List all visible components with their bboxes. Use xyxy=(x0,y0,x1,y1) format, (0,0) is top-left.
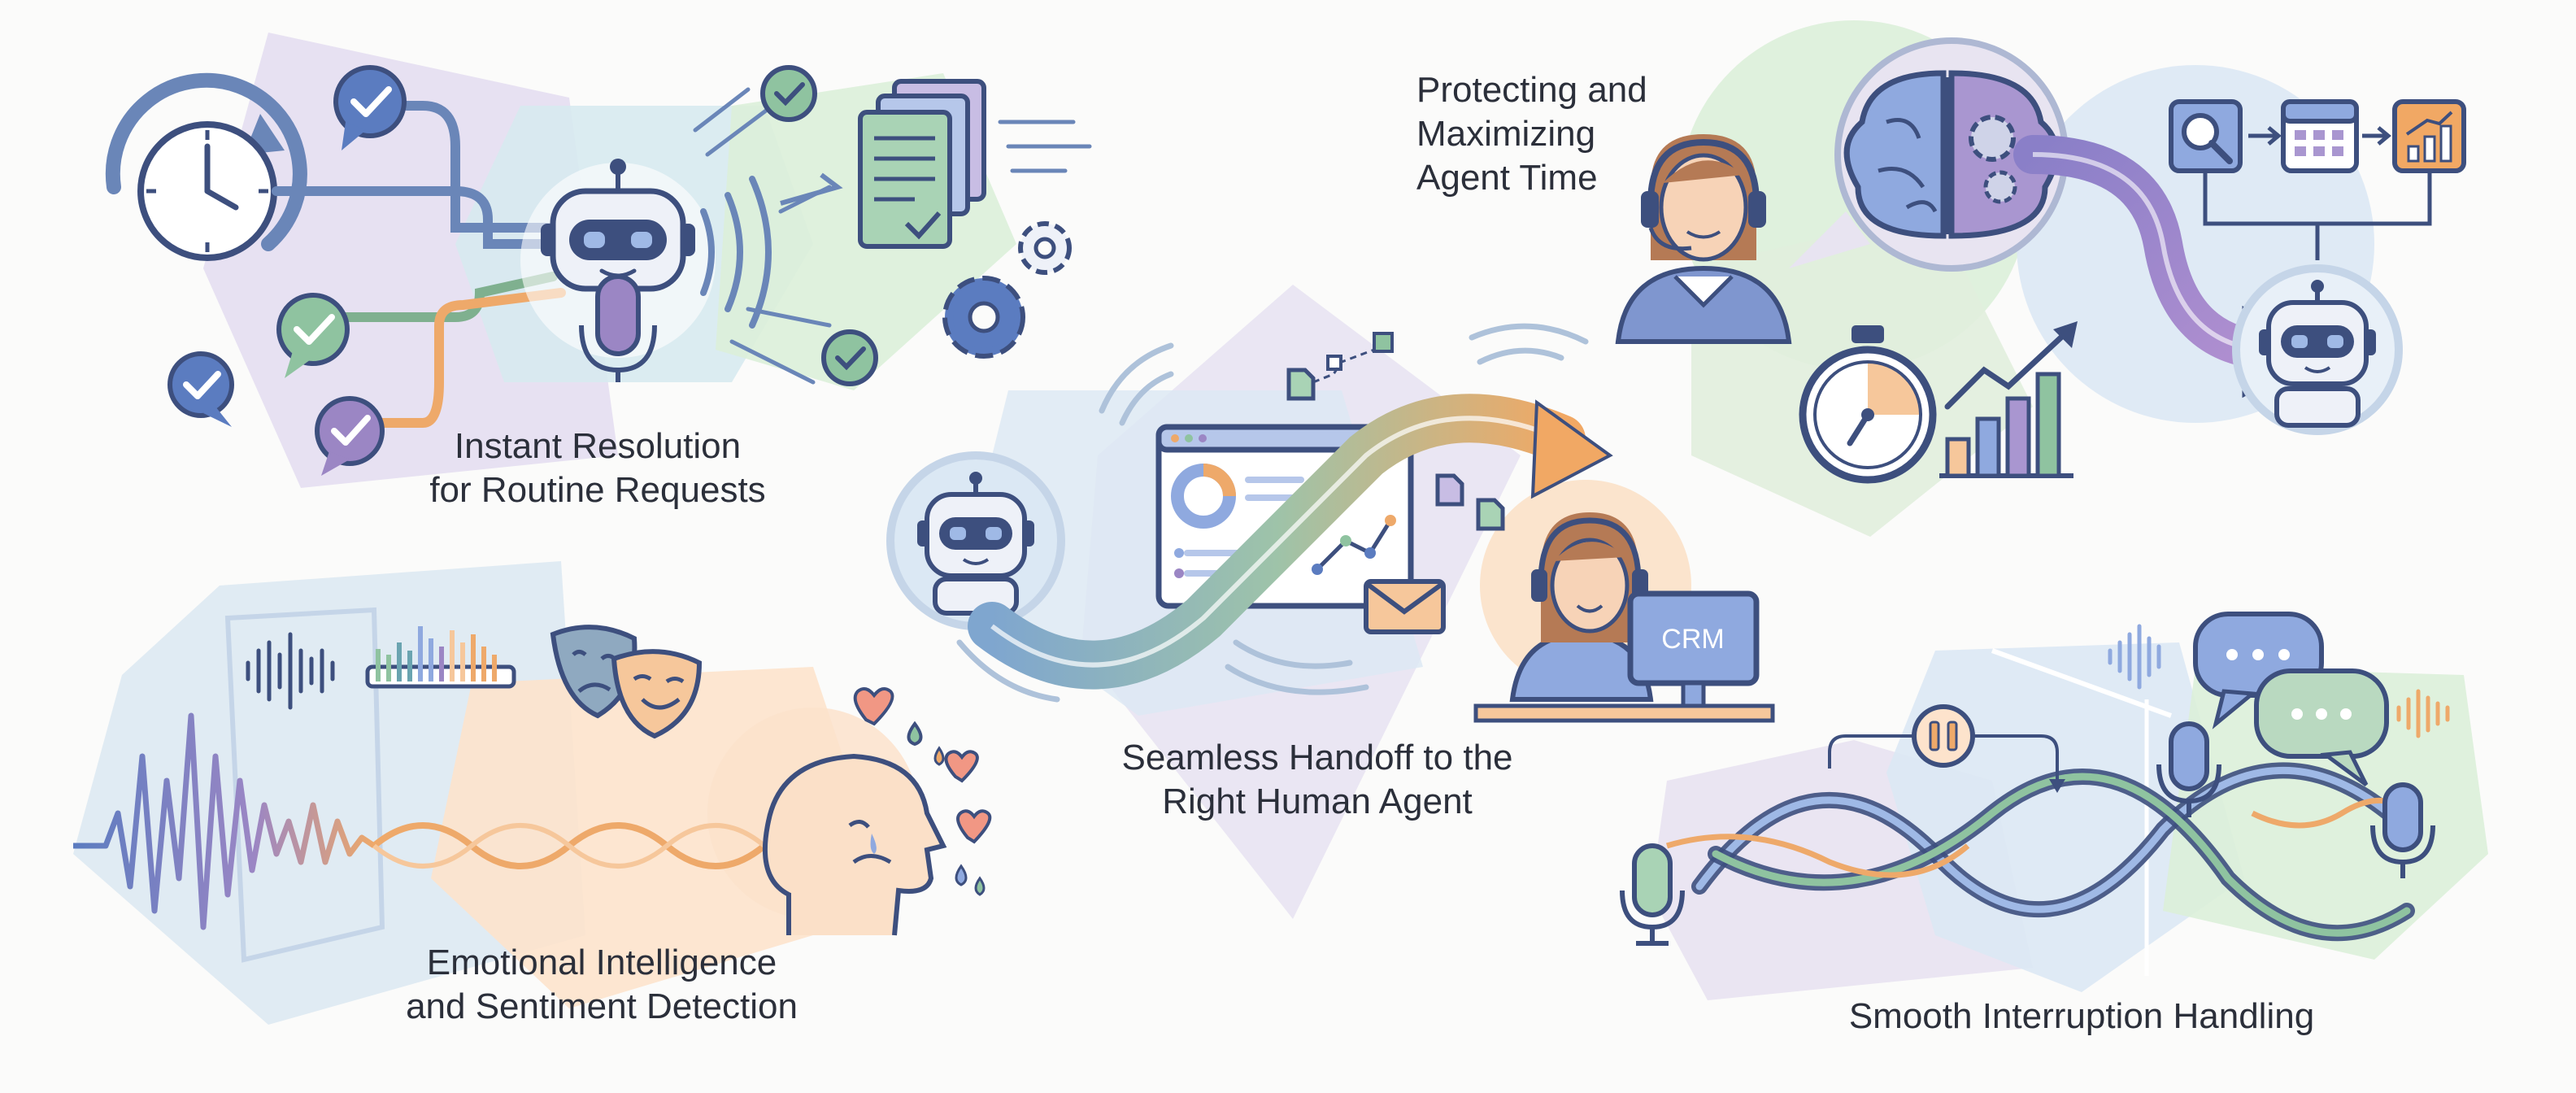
microphone-icon xyxy=(2156,721,2221,817)
panel-emotional-intelligence xyxy=(73,561,992,1025)
file-icon xyxy=(1286,368,1316,401)
heart-icon xyxy=(853,686,894,726)
bar-chart-icon xyxy=(1939,321,2078,478)
waveform-icon xyxy=(2396,689,2450,738)
waveform-icon xyxy=(2108,624,2161,690)
heart-icon xyxy=(956,809,992,844)
headset-agent-icon xyxy=(1615,134,1792,344)
theater-masks-icon xyxy=(550,625,703,739)
equalizer-icon xyxy=(365,626,516,689)
dashboard-icon xyxy=(2392,99,2466,173)
speech-bubble-icon xyxy=(2254,668,2389,787)
check-circle-icon xyxy=(821,329,878,386)
caption-line: Smooth Interruption Handling xyxy=(1848,996,2315,1036)
clock-icon xyxy=(105,72,307,261)
heart-icon xyxy=(944,750,979,783)
check-bubble-icon xyxy=(276,293,350,378)
brain-icon xyxy=(1789,37,2069,272)
pause-icon xyxy=(1912,704,1975,768)
search-icon xyxy=(2169,99,2243,173)
check-bubble-icon xyxy=(168,351,234,427)
caption-instant-resolution: Instant Resolution for Routine Requests xyxy=(407,425,789,512)
handoff-flow-arrow xyxy=(968,394,1613,690)
check-bubble-icon xyxy=(333,65,407,150)
file-icon xyxy=(1435,473,1464,507)
crm-label: CRM xyxy=(1661,624,1724,655)
headset-agent-icon xyxy=(1509,512,1654,702)
file-icon xyxy=(1476,498,1505,531)
panel-seamless-handoff: CRM xyxy=(886,285,1775,919)
caption-line: Maximizing xyxy=(1416,114,1596,154)
caption-seamless-handoff: Seamless Handoff to the Right Human Agen… xyxy=(1081,736,1553,824)
microphone-icon xyxy=(2370,782,2435,878)
robot-icon xyxy=(2232,264,2403,435)
panel-smooth-interruption xyxy=(1620,612,2488,1000)
robot-icon xyxy=(886,451,1065,630)
gear-icon xyxy=(1018,221,1072,275)
caption-protecting-agent-time: Protecting and Maximizing Agent Time xyxy=(1416,68,1693,200)
panel-protecting-agent-time xyxy=(1615,20,2466,537)
caption-emotional-intelligence: Emotional Intelligence and Sentiment Det… xyxy=(374,941,829,1029)
robot-icon xyxy=(520,159,716,358)
caption-line: Seamless Handoff to the xyxy=(1121,738,1513,777)
check-circle-icon xyxy=(760,65,817,122)
file-icon xyxy=(1373,332,1394,353)
computer-monitor-icon: CRM xyxy=(1473,590,1775,723)
mail-icon xyxy=(1364,579,1446,634)
audio-waveform xyxy=(73,712,376,930)
microphone-icon xyxy=(1620,843,1685,946)
caption-line: and Sentiment Detection xyxy=(406,986,798,1026)
panel-instant-resolution xyxy=(105,33,1092,488)
caption-line: Right Human Agent xyxy=(1162,782,1473,821)
head-profile-icon xyxy=(762,753,947,936)
waveform-icon xyxy=(246,632,335,710)
caption-line: Agent Time xyxy=(1416,158,1598,198)
document-stack-icon xyxy=(858,79,986,249)
microphone-icon xyxy=(579,274,657,382)
calendar-icon xyxy=(2281,99,2359,173)
gear-icon xyxy=(942,276,1025,359)
stopwatch-icon xyxy=(1799,325,1937,484)
caption-smooth-interruption: Smooth Interruption Handling xyxy=(1789,995,2374,1039)
caption-line: for Routine Requests xyxy=(429,470,766,510)
caption-line: Protecting and xyxy=(1416,70,1647,110)
caption-line: Instant Resolution xyxy=(454,426,742,466)
check-bubble-icon xyxy=(315,396,385,476)
caption-line: Emotional Intelligence xyxy=(426,943,777,982)
